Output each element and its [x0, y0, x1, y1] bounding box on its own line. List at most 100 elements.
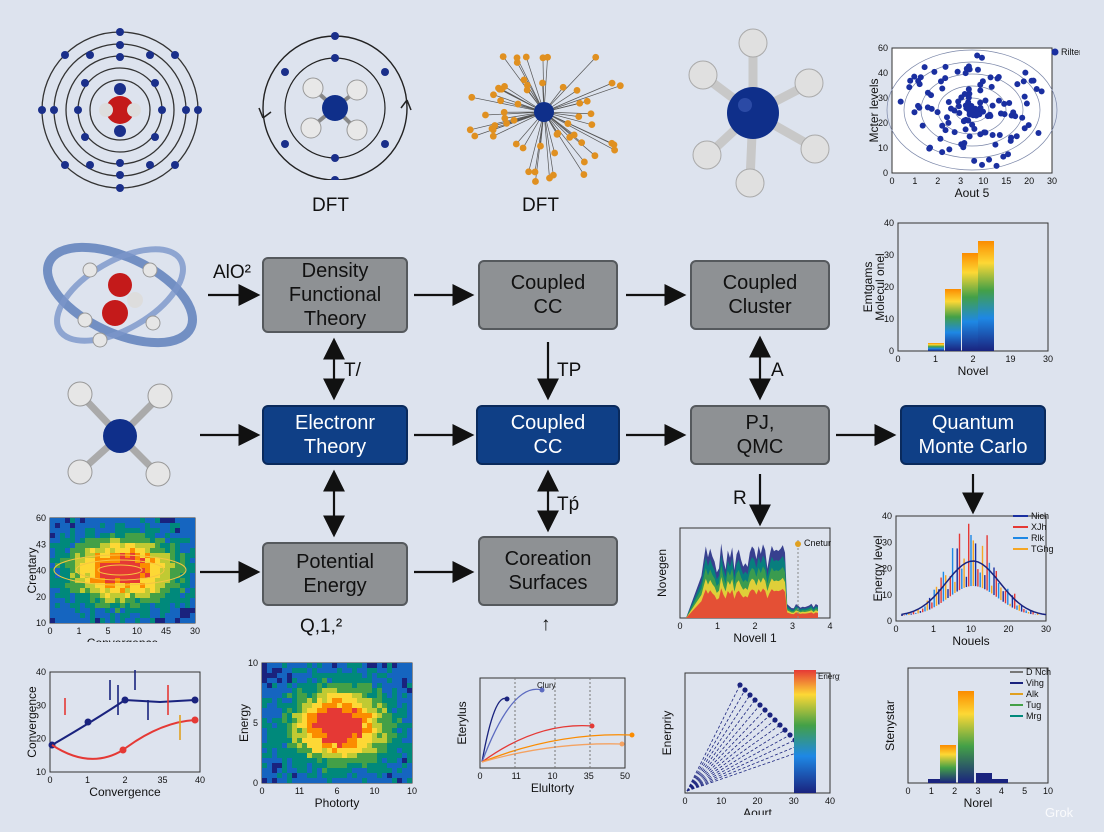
heatmap-cell: [165, 598, 170, 603]
heatmap-cell: [277, 768, 282, 773]
x-tick-label: 0: [905, 786, 910, 796]
heatmap-cell: [75, 588, 80, 593]
watermark: Grok: [1045, 805, 1074, 820]
scatter-point: [962, 70, 969, 77]
heatmap-cell: [357, 718, 362, 723]
heatmap-cell: [267, 718, 272, 723]
heatmap-cell: [155, 568, 160, 573]
x-tick-label: 1: [931, 624, 936, 634]
heatmap-cell: [160, 528, 165, 533]
heatmap-cell: [95, 533, 100, 538]
heatmap-cell: [90, 553, 95, 558]
heatmap-cell: [402, 678, 407, 683]
heatmap-cell: [397, 673, 402, 678]
heatmap-cell: [145, 608, 150, 613]
heatmap-cell: [327, 758, 332, 763]
heatmap-cell: [342, 738, 347, 743]
heatmap-cell: [342, 743, 347, 748]
legend-label: XJh: [1031, 522, 1047, 532]
legend-marker: [1051, 48, 1059, 56]
heatmap-cell: [272, 723, 277, 728]
heatmap-cell: [302, 698, 307, 703]
x-tick-label: 1: [85, 775, 90, 785]
heatmap-cell: [402, 693, 407, 698]
heatmap-cell: [277, 728, 282, 733]
heatmap-cell: [170, 578, 175, 583]
heatmap-cell: [292, 723, 297, 728]
heatmap-cell: [135, 598, 140, 603]
heatmap-cell: [377, 668, 382, 673]
heatmap-cell: [327, 703, 332, 708]
contour-line: [75, 559, 165, 581]
heatmap-cell: [150, 533, 155, 538]
scatter-point: [916, 81, 923, 88]
heatmap-cell: [302, 763, 307, 768]
heatmap-cell: [392, 753, 397, 758]
heatmap-cell: [95, 563, 100, 568]
heatmap-cell: [55, 558, 60, 563]
heatmap-cell: [175, 518, 180, 523]
heatmap-cell: [80, 563, 85, 568]
heatmap-cell: [85, 543, 90, 548]
heatmap-cell: [327, 733, 332, 738]
y-tick-label: 40: [884, 218, 894, 228]
heatmap-cell: [110, 573, 115, 578]
y-tick-label: 60: [36, 513, 46, 523]
heatmap-cell: [337, 753, 342, 758]
heatmap-cell: [322, 668, 327, 673]
heatmap-cell: [392, 693, 397, 698]
scatter-point: [965, 104, 972, 111]
heatmap-cell: [297, 728, 302, 733]
heatmap-cell: [110, 588, 115, 593]
heatmap-cell: [332, 678, 337, 683]
scatter-point: [1012, 113, 1019, 120]
heatmap-cell: [185, 573, 190, 578]
heatmap-cell: [140, 593, 145, 598]
heatmap-cell: [55, 603, 60, 608]
heatmap-cell: [135, 518, 140, 523]
heatmap-cell: [382, 733, 387, 738]
heatmap-cell: [337, 703, 342, 708]
heatmap-cell: [70, 558, 75, 563]
heatmap-cell: [407, 733, 412, 738]
contour-line: [97, 564, 143, 576]
heatmap-cell: [277, 708, 282, 713]
x-tick-label: 35: [584, 771, 594, 781]
heatmap-cell: [70, 543, 75, 548]
coreation-surfaces-box: Coreation Surfaces: [478, 536, 618, 606]
heatmap-cell: [180, 618, 185, 623]
series-point: [191, 716, 199, 724]
heatmap-cell: [367, 683, 372, 688]
heatmap-cell: [362, 768, 367, 773]
heatmap-cell: [115, 573, 120, 578]
heatmap-cell: [125, 528, 130, 533]
x-tick-label: 0: [682, 796, 687, 806]
heatmap-cell: [372, 748, 377, 753]
y-tick-label: 10: [36, 767, 46, 777]
scatter-point: [939, 149, 946, 156]
heatmap-cell: [85, 568, 90, 573]
heatmap-cell: [352, 723, 357, 728]
heatmap-cell: [332, 753, 337, 758]
heatmap-cell: [327, 713, 332, 718]
heatmap-cell: [352, 773, 357, 778]
heatmap-cell: [382, 778, 387, 783]
heatmap-cell: [307, 723, 312, 728]
density-dot: [531, 168, 539, 176]
heatmap-cell: [80, 583, 85, 588]
density-line: [543, 57, 596, 113]
heatmap-cell: [262, 673, 267, 678]
quantum-monte-carlo-box: Quantum Monte Carlo: [900, 405, 1046, 465]
heatmap-cell: [262, 693, 267, 698]
heatmap-cell: [407, 693, 412, 698]
heatmap-cell: [402, 663, 407, 668]
heatmap-cell: [185, 618, 190, 623]
heatmap-cell: [282, 693, 287, 698]
heatmap-cell: [50, 528, 55, 533]
scatter-point: [965, 94, 972, 101]
heatmap-cell: [297, 703, 302, 708]
heatmap-cell: [337, 683, 342, 688]
heatmap-cell: [392, 773, 397, 778]
heatmap-cell: [392, 768, 397, 773]
